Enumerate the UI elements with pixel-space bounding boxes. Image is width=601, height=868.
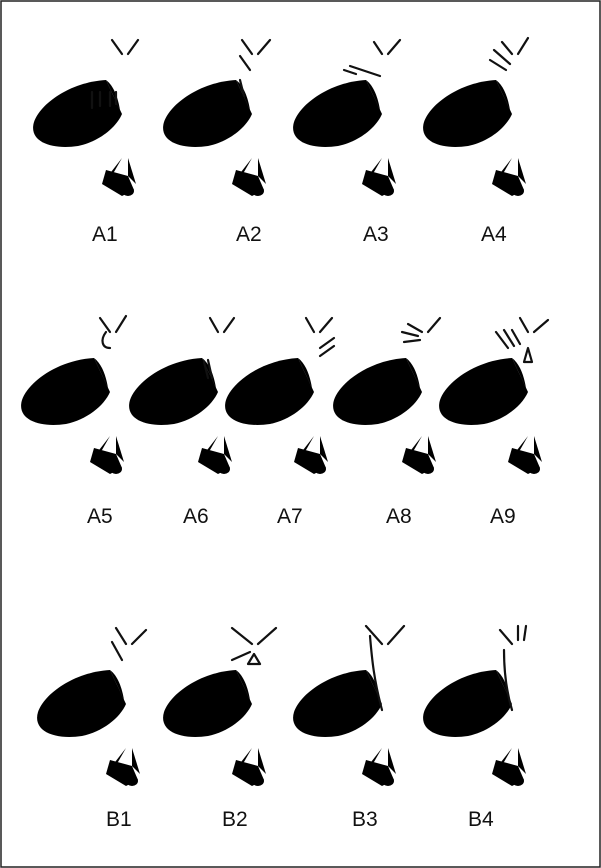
diagram-a1 [33,40,138,196]
diagram-a5 [21,316,126,474]
label-b3: B3 [352,808,378,831]
label-b2: B2 [222,808,248,831]
diagram-a2 [163,40,270,196]
diagram-a6 [129,318,234,474]
diagram-a8 [333,318,440,474]
diagram-b1 [37,628,146,786]
diagram-a4 [423,38,528,196]
label-b1: B1 [106,808,132,831]
label-b4: B4 [468,808,494,831]
diagram-b2 [163,628,276,786]
diagram-a7 [225,318,334,474]
label-a1: A1 [92,223,118,246]
label-a7: A7 [277,505,303,528]
label-a2: A2 [236,223,262,246]
diagram-b4 [423,626,526,786]
diagram-b3 [293,626,404,786]
diagram-a3 [293,40,400,196]
label-a4: A4 [481,223,507,246]
label-a8: A8 [386,505,412,528]
label-a5: A5 [87,505,113,528]
label-a9: A9 [490,505,516,528]
diagram-a9 [439,318,548,474]
label-a3: A3 [363,223,389,246]
label-a6: A6 [183,505,209,528]
